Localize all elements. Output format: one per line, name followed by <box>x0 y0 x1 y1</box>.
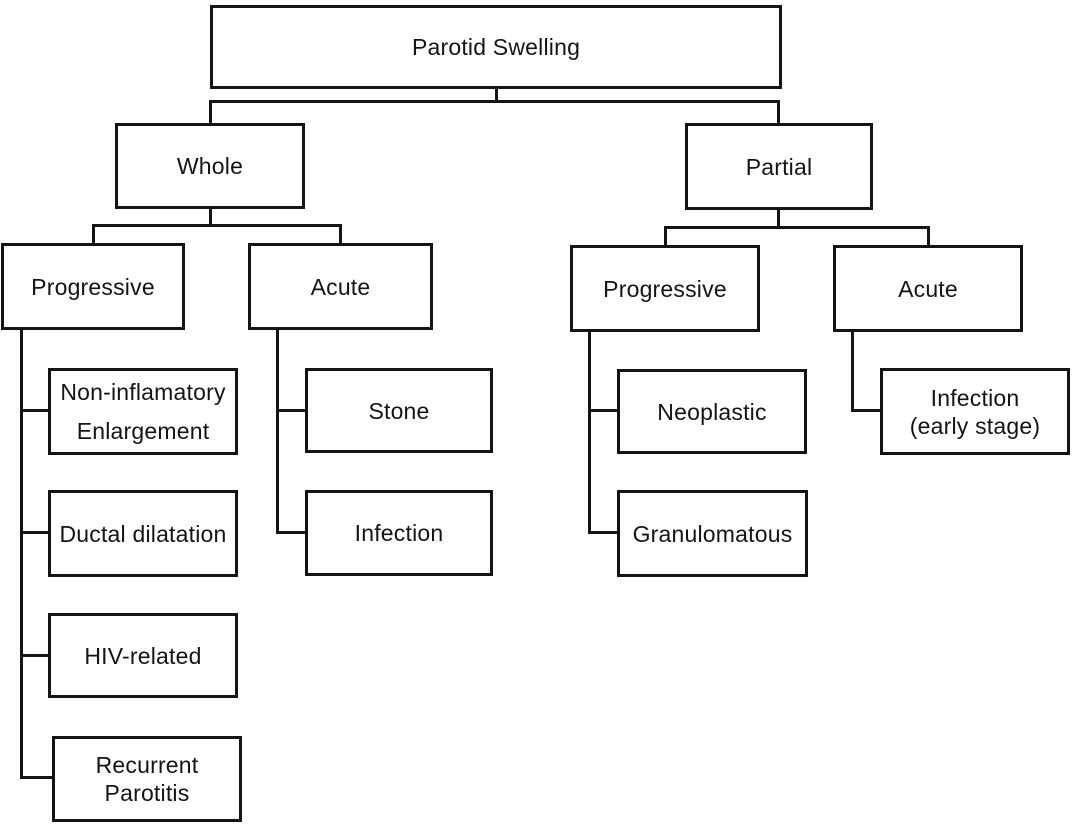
connector-segment <box>92 224 95 243</box>
node-label: Ductal dilatation <box>59 520 227 547</box>
node-label: HIV-related <box>84 642 202 669</box>
connector-segment <box>851 331 854 412</box>
connector-segment <box>209 100 212 123</box>
node-label: Infection <box>354 520 444 546</box>
connector-segment <box>495 88 498 102</box>
connector-segment <box>664 226 930 229</box>
node-label: Parotitis <box>104 780 190 806</box>
node-infection: Infection <box>305 490 493 576</box>
node-parotid-swelling: Parotid Swelling <box>210 5 782 89</box>
connector-segment <box>20 776 52 779</box>
node-whole-progressive: Progressive <box>1 243 185 330</box>
connector-segment <box>92 224 342 227</box>
connector-segment <box>777 100 780 123</box>
connector-segment <box>209 100 780 103</box>
connector-segment <box>588 531 617 534</box>
node-partial: Partial <box>685 123 873 210</box>
node-label: Neoplastic <box>657 398 767 425</box>
connector-segment <box>777 209 780 228</box>
node-whole: Whole <box>115 123 305 209</box>
connector-segment <box>209 208 212 226</box>
node-partial-progressive: Progressive <box>570 245 760 332</box>
connector-segment <box>20 409 48 412</box>
node-label: Acute <box>898 275 958 302</box>
node-label: Progressive <box>31 273 155 300</box>
connector-segment <box>276 409 305 412</box>
node-label: Recurrent <box>95 752 199 778</box>
node-label: Partial <box>745 153 813 180</box>
node-label: Progressive <box>603 275 727 302</box>
node-label: Acute <box>310 273 371 300</box>
node-label: Enlargement <box>76 417 210 444</box>
connector-segment <box>588 409 617 412</box>
node-label: Whole <box>176 153 244 179</box>
node-whole-acute: Acute <box>248 243 433 330</box>
node-label: Stone <box>368 397 430 424</box>
connector-segment <box>20 654 48 657</box>
node-label: (early stage) <box>909 412 1041 439</box>
node-neoplastic: Neoplastic <box>617 369 807 454</box>
connector-segment <box>276 329 279 534</box>
connector-segment <box>339 224 342 243</box>
connector-segment <box>851 409 880 412</box>
node-stone: Stone <box>305 368 493 453</box>
connector-segment <box>20 329 23 779</box>
node-label: Infection <box>930 384 1020 411</box>
connector-segment <box>588 331 591 534</box>
node-infection-early-stage: Infection(early stage) <box>880 368 1070 455</box>
connector-segment <box>927 226 930 245</box>
node-label: Parotid Swelling <box>411 34 581 60</box>
connector-segment <box>276 531 305 534</box>
node-label: Non-inflamatory <box>60 378 226 405</box>
node-granulomatous: Granulomatous <box>617 490 808 577</box>
node-hiv-related: HIV-related <box>48 613 238 698</box>
node-ductal-dilatation: Ductal dilatation <box>48 490 238 577</box>
connector-segment <box>664 226 667 245</box>
connector-segment <box>20 531 48 534</box>
node-label: Granulomatous <box>632 520 793 547</box>
node-partial-acute: Acute <box>833 245 1023 332</box>
